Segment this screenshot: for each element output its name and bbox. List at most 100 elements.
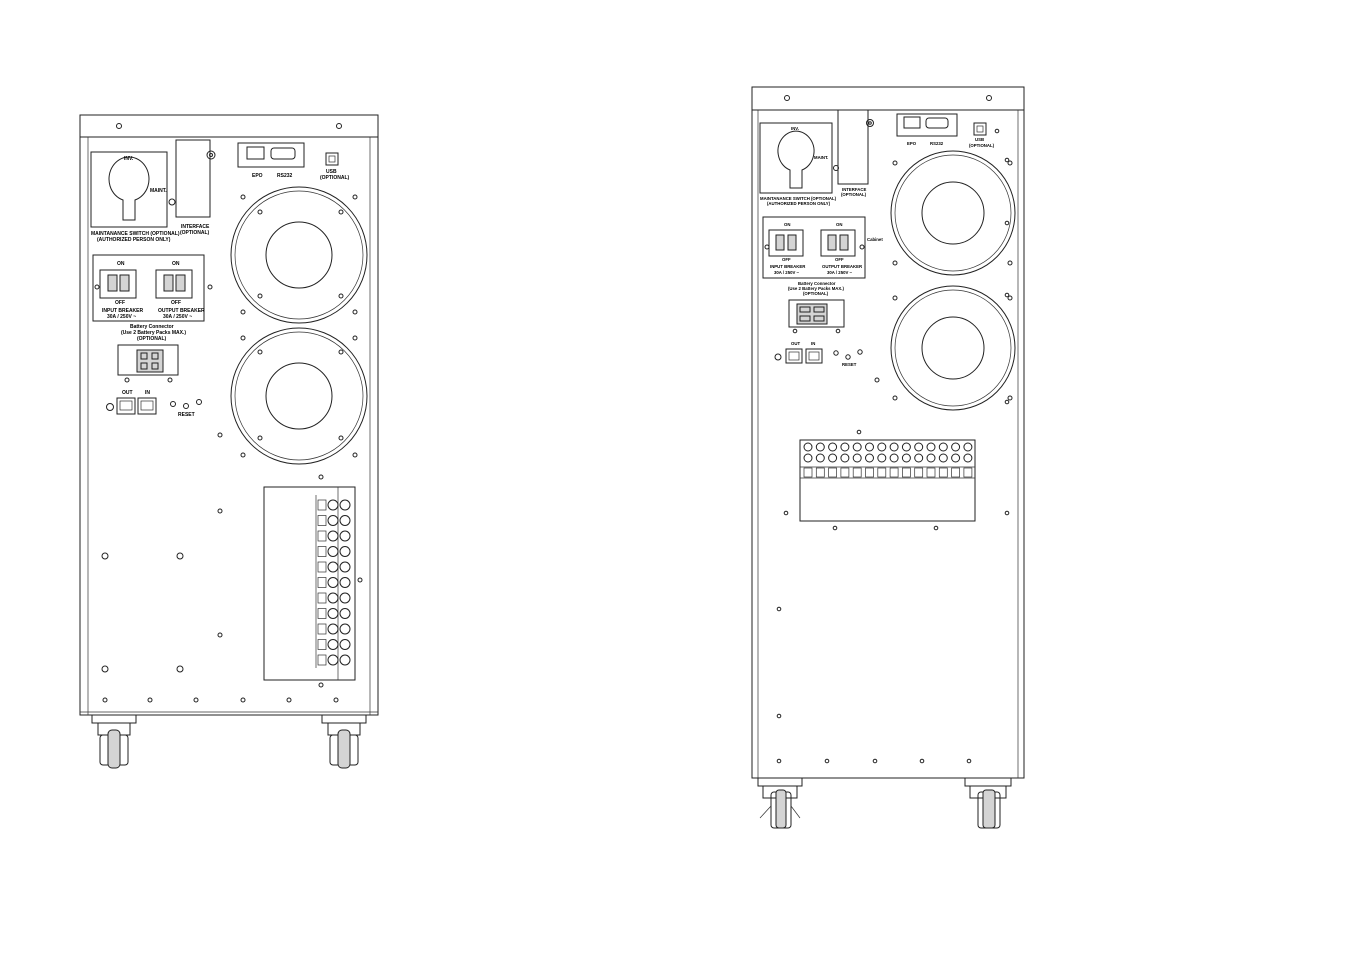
switch-inv-label: INV. [124, 156, 134, 162]
usb-port[interactable] [325, 152, 339, 166]
terminal-slot [317, 577, 327, 588]
terminal-screw[interactable] [815, 442, 825, 452]
reset-label: RESET [842, 362, 857, 367]
terminal-screw[interactable] [914, 453, 924, 463]
network-out-label: OUT [122, 390, 133, 396]
terminal-screw[interactable] [865, 453, 874, 463]
terminal-screw[interactable] [852, 453, 862, 463]
battery-connector[interactable] [117, 344, 179, 376]
terminal-slot [852, 467, 862, 478]
terminal-screw[interactable] [327, 515, 339, 526]
switch-maint-label: MAINT. [814, 155, 828, 160]
terminal-screw[interactable] [963, 442, 973, 452]
terminal-screw[interactable] [339, 577, 351, 588]
input-breaker-label: INPUT BREAKER [770, 264, 806, 269]
terminal-screw[interactable] [327, 592, 339, 604]
terminal-block [799, 439, 976, 522]
terminal-screw[interactable] [877, 442, 887, 452]
output-breaker[interactable]: ON OFF OUTPUT BREAKER 30A / 250V ~ [820, 222, 863, 275]
terminal-screw[interactable] [901, 442, 911, 452]
usb-port[interactable] [973, 122, 987, 136]
cabinet-label: Cabinet [867, 237, 883, 242]
network-out-port[interactable] [116, 397, 136, 415]
terminal-screw[interactable] [339, 546, 351, 557]
input-breaker-rating: 30A / 250V ~ [107, 314, 136, 320]
terminal-screw[interactable] [327, 608, 339, 619]
terminal-screw[interactable] [901, 453, 911, 463]
terminal-screw[interactable] [865, 442, 874, 452]
battery-connector[interactable] [788, 299, 845, 328]
input-breaker[interactable]: ON OFF INPUT BREAKER 30A / 250V ~ [99, 261, 144, 320]
terminal-screw[interactable] [938, 442, 948, 452]
terminal-block [263, 486, 356, 681]
terminal-slot [317, 499, 327, 511]
terminal-screw[interactable] [339, 515, 351, 526]
network-in-port[interactable] [805, 348, 823, 364]
terminal-screw[interactable] [327, 654, 339, 666]
terminal-screw[interactable] [914, 442, 924, 452]
rs232-port[interactable] [270, 147, 296, 160]
input-breaker-off-label: OFF [782, 257, 791, 262]
wheel-right [321, 714, 367, 769]
output-breaker[interactable]: ON OFF OUTPUT BREAKER 30A / 250V ~ [155, 261, 205, 320]
epo-port[interactable] [246, 146, 265, 160]
terminal-screw[interactable] [852, 442, 862, 452]
terminal-screw[interactable] [327, 561, 339, 573]
reset-button[interactable] [183, 403, 189, 409]
terminal-screw[interactable] [327, 530, 339, 542]
terminal-screw[interactable] [951, 442, 961, 452]
interface-label-sub: (OPTIONAL) [841, 192, 867, 197]
terminal-screw[interactable] [951, 453, 961, 463]
terminal-slot [865, 467, 874, 478]
output-breaker-rating: 30A / 250V ~ [827, 270, 853, 275]
terminal-screw[interactable] [339, 499, 351, 511]
terminal-screw[interactable] [339, 592, 351, 604]
reset-button[interactable] [845, 354, 851, 360]
terminal-screw[interactable] [815, 453, 825, 463]
terminal-screw[interactable] [828, 442, 838, 452]
input-breaker-rating: 30A / 250V ~ [774, 270, 800, 275]
terminal-slot [889, 467, 899, 478]
network-out-port[interactable] [785, 348, 803, 364]
terminal-screw[interactable] [938, 453, 948, 463]
terminal-screw[interactable] [963, 453, 973, 463]
interface-label-sub: (OPTIONAL) [180, 230, 209, 236]
input-breaker[interactable]: ON OFF INPUT BREAKER 30A / 250V ~ [768, 222, 806, 275]
output-breaker-label: OUTPUT BREAKER [158, 308, 205, 314]
switch-maint-label: MAINT. [150, 188, 167, 194]
terminal-screw[interactable] [327, 623, 339, 635]
rs232-port[interactable] [925, 117, 949, 129]
rs232-label: RS232 [930, 141, 944, 146]
usb-optional-label: (OPTIONAL) [969, 143, 995, 148]
terminal-screw[interactable] [327, 577, 339, 588]
terminal-screw[interactable] [803, 453, 813, 463]
epo-label: EPO [252, 173, 263, 179]
terminal-screw[interactable] [889, 453, 899, 463]
maintenance-switch[interactable]: INV. MAINT. [759, 122, 833, 194]
terminal-screw[interactable] [926, 453, 936, 463]
maintenance-switch-caption-sub: (AUTHORIZED PERSON ONLY) [97, 237, 171, 243]
terminal-screw[interactable] [327, 499, 339, 511]
terminal-screw[interactable] [339, 623, 351, 635]
epo-port[interactable] [903, 116, 921, 129]
terminal-screw[interactable] [840, 442, 850, 452]
network-in-port[interactable] [137, 397, 157, 415]
terminal-screw[interactable] [840, 453, 850, 463]
terminal-screw[interactable] [327, 546, 339, 557]
terminal-screw[interactable] [339, 608, 351, 619]
terminal-screw[interactable] [339, 530, 351, 542]
terminal-screw[interactable] [828, 453, 838, 463]
terminal-screw[interactable] [339, 654, 351, 666]
terminal-screw[interactable] [327, 639, 339, 650]
terminal-screw[interactable] [926, 442, 936, 452]
battery-connector-note: (Use 2 Battery Packs MAX.) [121, 330, 186, 336]
terminal-screw[interactable] [877, 453, 887, 463]
terminal-screw[interactable] [339, 639, 351, 650]
terminal-slot [815, 467, 825, 478]
maintenance-switch[interactable]: INV. MAINT. [90, 151, 168, 228]
terminal-screw[interactable] [339, 561, 351, 573]
terminal-screw[interactable] [803, 442, 813, 452]
maintenance-switch-caption-sub: (AUTHORIZED PERSON ONLY) [767, 201, 831, 206]
terminal-screw[interactable] [889, 442, 899, 452]
